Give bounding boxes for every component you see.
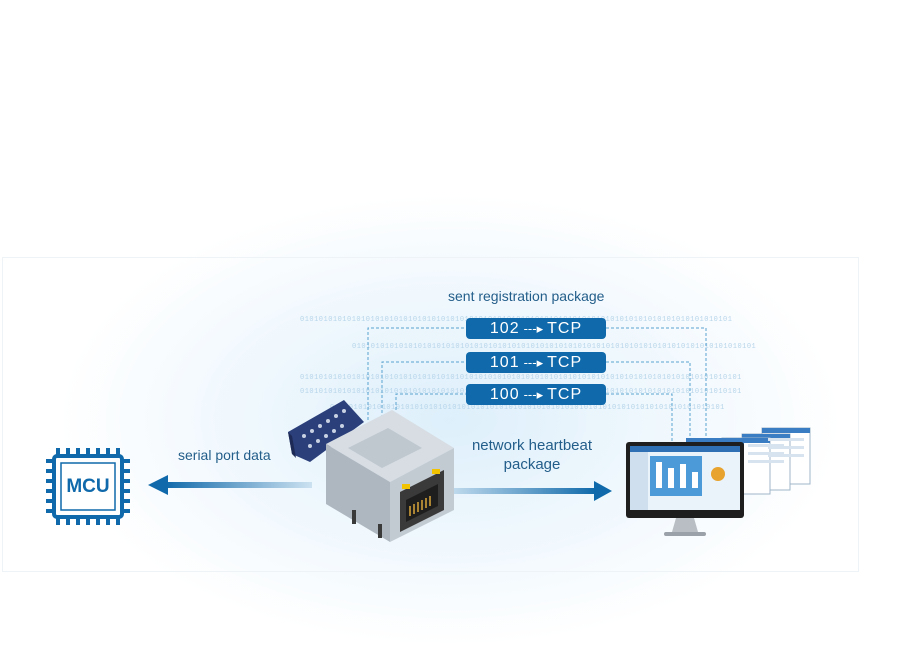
- ethernet-module-image: [288, 400, 454, 542]
- heartbeat-arrow: [446, 481, 612, 501]
- heartbeat-label-line2: package: [503, 456, 561, 473]
- dashed-line-left-101: [381, 361, 466, 418]
- heartbeat-label: network heartbeat package: [452, 436, 612, 474]
- packet-id: 102: [489, 319, 520, 337]
- dashed-line-left-102: [367, 327, 466, 420]
- chip-icon: [46, 448, 130, 525]
- binary-stream: 0101010101010101010101010101010101010101…: [300, 374, 742, 382]
- packet-pill-101: 101 ---▸ TCP: [466, 352, 606, 373]
- serial-port-label: serial port data: [178, 447, 271, 463]
- dashed-arrow-icon: ---▸: [523, 354, 544, 370]
- serial-arrow: [148, 475, 312, 495]
- computer-monitor-image: [626, 427, 811, 536]
- dashed-line-left-100: [395, 393, 466, 410]
- dashed-line-right-101: [606, 361, 691, 442]
- packet-protocol: TCP: [547, 353, 583, 371]
- dashed-line-right-102: [606, 327, 707, 442]
- packet-id: 100: [489, 385, 520, 403]
- heartbeat-label-line1: network heartbeat: [471, 437, 593, 454]
- packet-protocol: TCP: [547, 319, 583, 337]
- binary-stream: 0101010101010101010101010101010101010101…: [330, 404, 725, 412]
- dashed-arrow-icon: ---▸: [523, 386, 544, 402]
- packet-id: 101: [489, 353, 520, 371]
- dashed-line-right-100: [606, 393, 673, 442]
- mcu-label: MCU: [66, 476, 110, 497]
- packet-protocol: TCP: [547, 385, 583, 403]
- binary-stream: 0101010101010101010101010101010101010101…: [352, 343, 757, 351]
- packet-pill-102: 102 ---▸ TCP: [466, 318, 606, 339]
- packet-pill-100: 100 ---▸ TCP: [466, 384, 606, 405]
- dashed-arrow-icon: ---▸: [523, 320, 544, 336]
- registration-label: sent registration package: [448, 288, 605, 304]
